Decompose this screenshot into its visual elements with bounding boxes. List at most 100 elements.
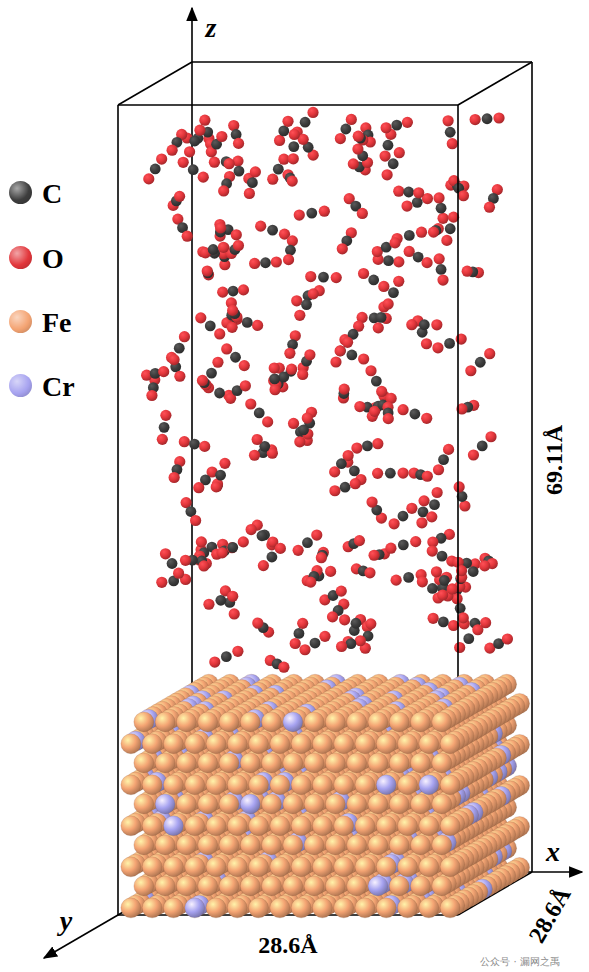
atom: [290, 638, 301, 649]
atom: [416, 227, 427, 238]
atom: [397, 404, 408, 415]
atom: [182, 231, 193, 242]
atom: [184, 146, 195, 157]
atom: [454, 481, 465, 492]
atom: [198, 560, 209, 571]
atom: [189, 136, 200, 147]
atom: [428, 613, 439, 624]
atom: [232, 646, 243, 657]
atom: [335, 345, 346, 356]
box-edge: [118, 104, 458, 106]
atom: [349, 465, 360, 476]
atom: [403, 187, 414, 198]
atom: [421, 257, 432, 268]
atom: [227, 542, 238, 553]
atom: [421, 338, 432, 349]
atom: [244, 188, 255, 199]
atom: [178, 157, 189, 168]
atom: [340, 124, 351, 135]
atom: [327, 611, 338, 622]
atom: [258, 560, 269, 571]
atom: [231, 229, 242, 240]
atom: [340, 482, 351, 493]
atom: [412, 197, 423, 208]
atom: [406, 319, 417, 330]
atom: [160, 410, 171, 421]
atom: [406, 503, 417, 514]
atom: [221, 343, 232, 354]
atom: [157, 434, 168, 445]
atom: [434, 253, 445, 264]
atom: [398, 511, 409, 522]
atom: [346, 350, 357, 361]
atom: [482, 113, 493, 124]
atom: [342, 337, 353, 348]
atom: [291, 295, 302, 306]
atom: [267, 174, 278, 185]
atom: [389, 237, 400, 248]
atom: [305, 271, 316, 282]
box-edge: [458, 62, 532, 105]
atom: [485, 431, 496, 442]
atom: [443, 444, 454, 455]
atom: [287, 176, 298, 187]
atom: [472, 624, 483, 635]
atom: [416, 517, 427, 528]
atom: [289, 129, 300, 140]
atom: [388, 518, 399, 529]
atom: [167, 558, 178, 569]
atom: [252, 320, 263, 331]
atom: [246, 524, 257, 535]
atom: [174, 343, 185, 354]
box-edge: [531, 62, 533, 872]
atom: [297, 369, 308, 380]
atom: [393, 186, 404, 197]
atom: [305, 576, 316, 587]
atom: [226, 542, 237, 553]
atom: [429, 499, 440, 510]
atom: [335, 345, 346, 356]
atom: [353, 131, 364, 142]
atom: [455, 603, 466, 614]
atom: [216, 131, 227, 142]
atom: [348, 158, 359, 169]
atom: [436, 203, 447, 214]
atom: [252, 434, 263, 445]
atom: [203, 599, 214, 610]
atom: [304, 349, 315, 360]
atom: [339, 384, 350, 395]
atom: [454, 642, 465, 653]
atom: [330, 356, 341, 367]
atom: [212, 357, 223, 368]
atom: [294, 209, 305, 220]
atom: [383, 140, 394, 151]
atom: [437, 551, 448, 562]
atom: [372, 438, 383, 449]
atom: [433, 192, 444, 203]
atom: [419, 319, 430, 330]
atom: [214, 388, 225, 399]
atom: [383, 298, 394, 309]
atom: [355, 635, 366, 646]
atom: [336, 586, 347, 597]
atom: [493, 112, 504, 123]
atom: [156, 577, 167, 588]
atom: [383, 413, 394, 424]
atom: [249, 450, 260, 461]
atom: [445, 127, 456, 138]
atom: [267, 225, 278, 236]
atom: [156, 153, 167, 164]
box-edge: [118, 62, 192, 105]
atom: [239, 360, 250, 371]
atom: [180, 555, 191, 566]
atom: [311, 529, 322, 540]
atom: [284, 348, 295, 359]
atom: [479, 560, 490, 571]
atom: [417, 576, 428, 587]
atom: [404, 230, 415, 241]
atom: [383, 255, 394, 266]
atom: [252, 617, 263, 628]
atom: [351, 618, 362, 629]
atom: [158, 366, 169, 377]
atom: [382, 169, 393, 180]
